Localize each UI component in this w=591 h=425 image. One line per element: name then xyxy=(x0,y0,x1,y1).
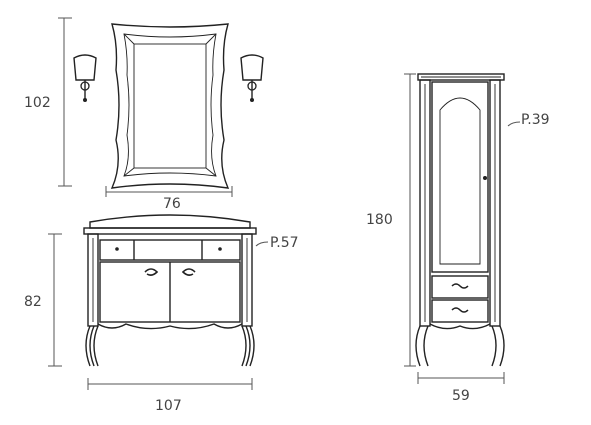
vanity-reference: P.57 xyxy=(255,235,299,251)
mirror xyxy=(110,23,230,189)
mirror-width-dimension: 76 xyxy=(105,186,233,212)
vanity-width-label: 107 xyxy=(155,398,182,414)
wall-lamp-left xyxy=(73,54,97,102)
column-height-dimension: 180 xyxy=(366,73,416,367)
column-width-dimension: 59 xyxy=(417,372,505,404)
mirror-width-label: 76 xyxy=(163,196,181,212)
vanity-height-dimension: 82 xyxy=(24,233,62,367)
vanity-width-dimension: 107 xyxy=(87,378,253,414)
mirror-height-label: 102 xyxy=(24,95,51,111)
vanity-reference-label: P.57 xyxy=(270,235,299,251)
column-height-label: 180 xyxy=(366,212,393,228)
column-reference: P.39 xyxy=(507,112,550,128)
mirror-height-dimension: 102 xyxy=(24,17,72,187)
vanity xyxy=(83,214,257,367)
vanity-height-label: 82 xyxy=(24,294,42,310)
column-width-label: 59 xyxy=(452,388,470,404)
column-reference-label: P.39 xyxy=(521,112,550,128)
column-cabinet xyxy=(415,73,505,367)
wall-lamp-right xyxy=(240,54,264,102)
